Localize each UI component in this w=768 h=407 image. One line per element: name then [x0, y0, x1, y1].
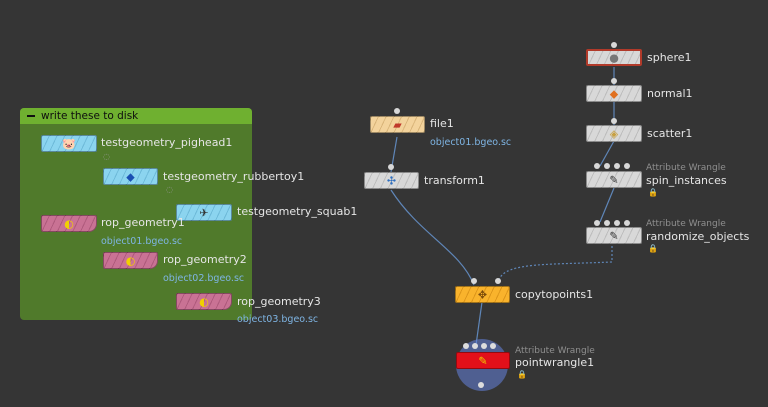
lock-icon: 🔒 — [517, 370, 527, 379]
wire-spin-randomize — [599, 187, 615, 223]
node-rop-geometry2[interactable]: ◐ — [103, 252, 158, 269]
input-port[interactable] — [611, 118, 617, 124]
node-file-path: object01.bgeo.sc — [101, 236, 183, 247]
input-port[interactable] — [611, 78, 617, 84]
node-label: spin_instances — [646, 174, 727, 187]
node-type-label: Attribute Wrangle — [646, 219, 726, 229]
node-copytopoints1[interactable]: ✥ — [455, 286, 510, 303]
node-label: rop_geometry3 — [237, 295, 321, 308]
input-port[interactable] — [394, 108, 400, 114]
network-box-title: write these to disk — [41, 110, 139, 122]
copy-to-points-icon: ✥ — [477, 288, 488, 301]
input-port[interactable] — [604, 163, 610, 169]
node-type-label: Attribute Wrangle — [646, 163, 726, 173]
node-label: randomize_objects — [646, 230, 750, 243]
node-testgeometry-squab1[interactable]: ✈ — [176, 204, 232, 221]
input-port[interactable] — [614, 220, 620, 226]
node-file-path: object02.bgeo.sc — [163, 273, 245, 284]
node-spin-instances[interactable]: ✎ — [586, 171, 642, 188]
rubber-toy-icon: ◆ — [126, 170, 135, 183]
node-scatter1[interactable]: ◈ — [586, 125, 642, 142]
squab-icon: ✈ — [199, 206, 209, 219]
input-port[interactable] — [614, 163, 620, 169]
output-port[interactable] — [478, 382, 484, 388]
node-transform1[interactable]: ✣ — [364, 172, 419, 189]
node-pointwrangle1[interactable]: ✎ — [456, 352, 510, 369]
sphere-icon: ● — [609, 51, 619, 64]
node-label: scatter1 — [647, 127, 693, 140]
file-icon: ▰ — [393, 118, 402, 131]
node-label: testgeometry_rubbertoy1 — [163, 170, 305, 183]
node-label: transform1 — [424, 174, 485, 187]
node-label: testgeometry_pighead1 — [101, 136, 233, 149]
node-testgeometry-pighead1[interactable]: 🐷 — [41, 135, 97, 152]
node-label: sphere1 — [647, 51, 692, 64]
input-port[interactable] — [471, 278, 477, 284]
lock-icon: 🔒 — [648, 244, 658, 253]
node-label: rop_geometry2 — [163, 253, 247, 266]
input-port[interactable] — [624, 220, 630, 226]
pig-head-icon: 🐷 — [62, 137, 76, 150]
node-testgeometry-rubbertoy1[interactable]: ◆ — [103, 168, 158, 185]
input-port[interactable] — [495, 278, 501, 284]
node-file1[interactable]: ▰ — [370, 116, 425, 133]
render-output-icon: ◐ — [199, 295, 209, 308]
wrangle-icon: ✎ — [478, 354, 488, 367]
node-label: pointwrangle1 — [515, 356, 595, 369]
lock-icon: 🔒 — [648, 188, 658, 197]
render-output-icon: ◐ — [125, 254, 136, 267]
render-output-icon: ◐ — [64, 217, 74, 230]
node-label: file1 — [430, 117, 454, 130]
collapse-icon[interactable] — [27, 115, 35, 117]
node-file-path: object01.bgeo.sc — [430, 137, 512, 148]
wrangle-icon: ✎ — [609, 229, 619, 242]
input-port[interactable] — [624, 163, 630, 169]
normal-icon: ◆ — [609, 87, 619, 100]
node-label: normal1 — [647, 87, 693, 100]
wire-randomize-copy — [497, 244, 613, 285]
node-label: copytopoints1 — [515, 288, 594, 301]
input-port[interactable] — [463, 343, 469, 349]
node-label: testgeometry_squab1 — [237, 205, 358, 218]
input-port[interactable] — [481, 343, 487, 349]
input-port[interactable] — [594, 220, 600, 226]
node-rop-geometry1[interactable]: ◐ — [41, 215, 97, 232]
node-type-label: Attribute Wrangle — [515, 346, 595, 356]
input-port[interactable] — [594, 163, 600, 169]
node-normal1[interactable]: ◆ — [586, 85, 642, 102]
node-file-path: object03.bgeo.sc — [237, 314, 319, 325]
input-port[interactable] — [604, 220, 610, 226]
node-randomize-objects[interactable]: ✎ — [586, 227, 642, 244]
input-port[interactable] — [611, 42, 617, 48]
flag-icon: ◌ — [103, 152, 110, 161]
input-port[interactable] — [472, 343, 478, 349]
wire-transform-copy — [390, 189, 475, 286]
input-port[interactable] — [388, 164, 394, 170]
node-label: rop_geometry1 — [101, 216, 185, 229]
flag-icon: ◌ — [166, 185, 173, 194]
node-rop-geometry3[interactable]: ◐ — [176, 293, 232, 310]
scatter-icon: ◈ — [609, 127, 619, 140]
network-box-header[interactable]: write these to disk — [20, 108, 252, 124]
node-sphere1[interactable]: ● — [586, 49, 642, 66]
input-port[interactable] — [490, 343, 496, 349]
transform-icon: ✣ — [386, 174, 397, 187]
wrangle-icon: ✎ — [609, 173, 619, 186]
